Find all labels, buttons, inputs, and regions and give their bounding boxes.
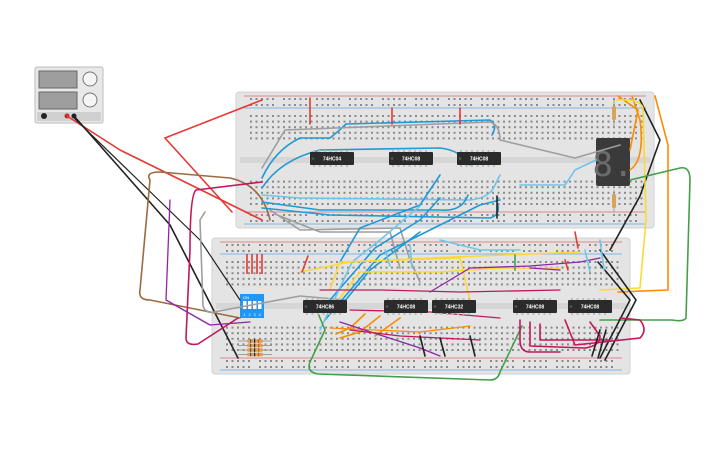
chip-label: 74HC08	[397, 305, 416, 311]
wire[interactable]	[609, 99, 661, 251]
wire[interactable]	[165, 199, 251, 326]
voltage-knob-icon[interactable]	[82, 71, 98, 87]
dip-switch-toggle-1[interactable]	[243, 301, 247, 309]
dip-switch-position-label: 4	[259, 312, 262, 317]
wire[interactable]	[329, 257, 471, 301]
chip-bottom-2[interactable]: 74HC08	[384, 298, 428, 315]
chip-top-1[interactable]: 74HC04	[310, 150, 354, 167]
current-knob-icon[interactable]	[82, 92, 98, 108]
wire[interactable]	[319, 289, 561, 293]
wire[interactable]	[261, 204, 500, 219]
chip-label: 74HC32	[445, 305, 464, 311]
wire[interactable]	[529, 267, 561, 271]
chip-bottom-4[interactable]: 74HC08	[513, 298, 557, 315]
wire[interactable]	[574, 231, 579, 249]
breadboards	[211, 91, 655, 375]
wire[interactable]	[564, 259, 569, 271]
power-supply-display-voltage	[38, 70, 78, 89]
chip-bottom-1[interactable]: 74HC86	[303, 298, 347, 315]
dip-switch-position-label: 2	[249, 312, 252, 317]
resistor-bank-bottom	[238, 339, 272, 357]
wire[interactable]	[629, 95, 643, 171]
breadboard-top[interactable]	[235, 91, 655, 229]
wire[interactable]	[309, 107, 461, 125]
chip-label: 74HC08	[581, 305, 600, 311]
chip-label: 74HC04	[323, 157, 342, 163]
wire[interactable]	[539, 323, 611, 341]
wire[interactable]	[261, 194, 469, 212]
wire[interactable]	[519, 319, 561, 353]
power-supply-display-current	[38, 91, 78, 110]
wire[interactable]	[66, 115, 263, 221]
wire[interactable]	[308, 305, 523, 381]
chip-label: 74HC08	[402, 157, 421, 163]
wire[interactable]	[591, 329, 601, 357]
chip-label: 74HC08	[470, 157, 489, 163]
wire[interactable]	[335, 313, 366, 335]
seven-segment-display[interactable]: 8.	[593, 138, 634, 186]
wire[interactable]	[339, 321, 441, 357]
wire[interactable]	[384, 249, 391, 267]
power-supply[interactable]	[34, 66, 104, 124]
wire[interactable]	[597, 261, 631, 359]
wire[interactable]	[261, 121, 621, 169]
wire[interactable]	[617, 95, 669, 293]
wire[interactable]	[339, 267, 561, 299]
resistor	[612, 106, 616, 120]
wire[interactable]	[439, 337, 446, 357]
wire[interactable]	[439, 239, 521, 251]
wire[interactable]	[599, 166, 691, 322]
dip-switch-position-label: 1	[244, 312, 247, 317]
wire[interactable]	[199, 211, 346, 314]
wire[interactable]	[185, 181, 263, 346]
wire[interactable]	[349, 309, 501, 319]
dip-switch-position-label: 3	[254, 312, 257, 317]
chip-top-3[interactable]: 74HC08	[457, 150, 501, 167]
wire[interactable]	[269, 209, 421, 283]
resistor	[612, 194, 616, 208]
wire[interactable]	[261, 174, 501, 201]
chip-label: 74HC08	[526, 305, 545, 311]
wire[interactable]	[261, 119, 496, 179]
wire[interactable]	[519, 159, 597, 186]
chip-bottom-5[interactable]: 74HC08	[568, 298, 612, 315]
wire[interactable]	[597, 329, 607, 359]
wire[interactable]	[339, 315, 381, 339]
wire[interactable]	[349, 329, 481, 341]
wire[interactable]	[419, 335, 426, 357]
wire[interactable]	[319, 205, 421, 331]
dip-switch-toggle-4[interactable]	[258, 301, 262, 309]
wire[interactable]	[329, 197, 441, 301]
wires	[66, 95, 691, 381]
wire[interactable]	[164, 99, 263, 139]
resistor-bank-display	[612, 100, 616, 212]
wire[interactable]	[564, 317, 645, 346]
wire[interactable]	[324, 199, 501, 321]
wire[interactable]	[469, 335, 476, 357]
wire[interactable]	[301, 255, 309, 273]
dip-switch-on-label: ON	[243, 295, 249, 300]
wire[interactable]	[329, 325, 471, 333]
chip-top-2[interactable]: 74HC08	[389, 150, 433, 167]
power-button-icon[interactable]	[41, 113, 47, 119]
chip-label: 74HC86	[316, 305, 335, 311]
red-jumpers	[246, 254, 263, 274]
wire[interactable]	[335, 231, 421, 313]
breadboard-bottom-holes	[226, 244, 619, 368]
wire[interactable]	[409, 244, 413, 269]
wire[interactable]	[617, 95, 639, 151]
wire[interactable]	[599, 98, 647, 291]
chips: 74HC04 74HC08 74HC08 74HC86 74HC08 74HC32 74HC…	[303, 150, 612, 315]
wire[interactable]	[584, 239, 605, 273]
wire[interactable]	[339, 174, 441, 263]
chip-bottom-3[interactable]: 74HC32	[432, 298, 476, 315]
